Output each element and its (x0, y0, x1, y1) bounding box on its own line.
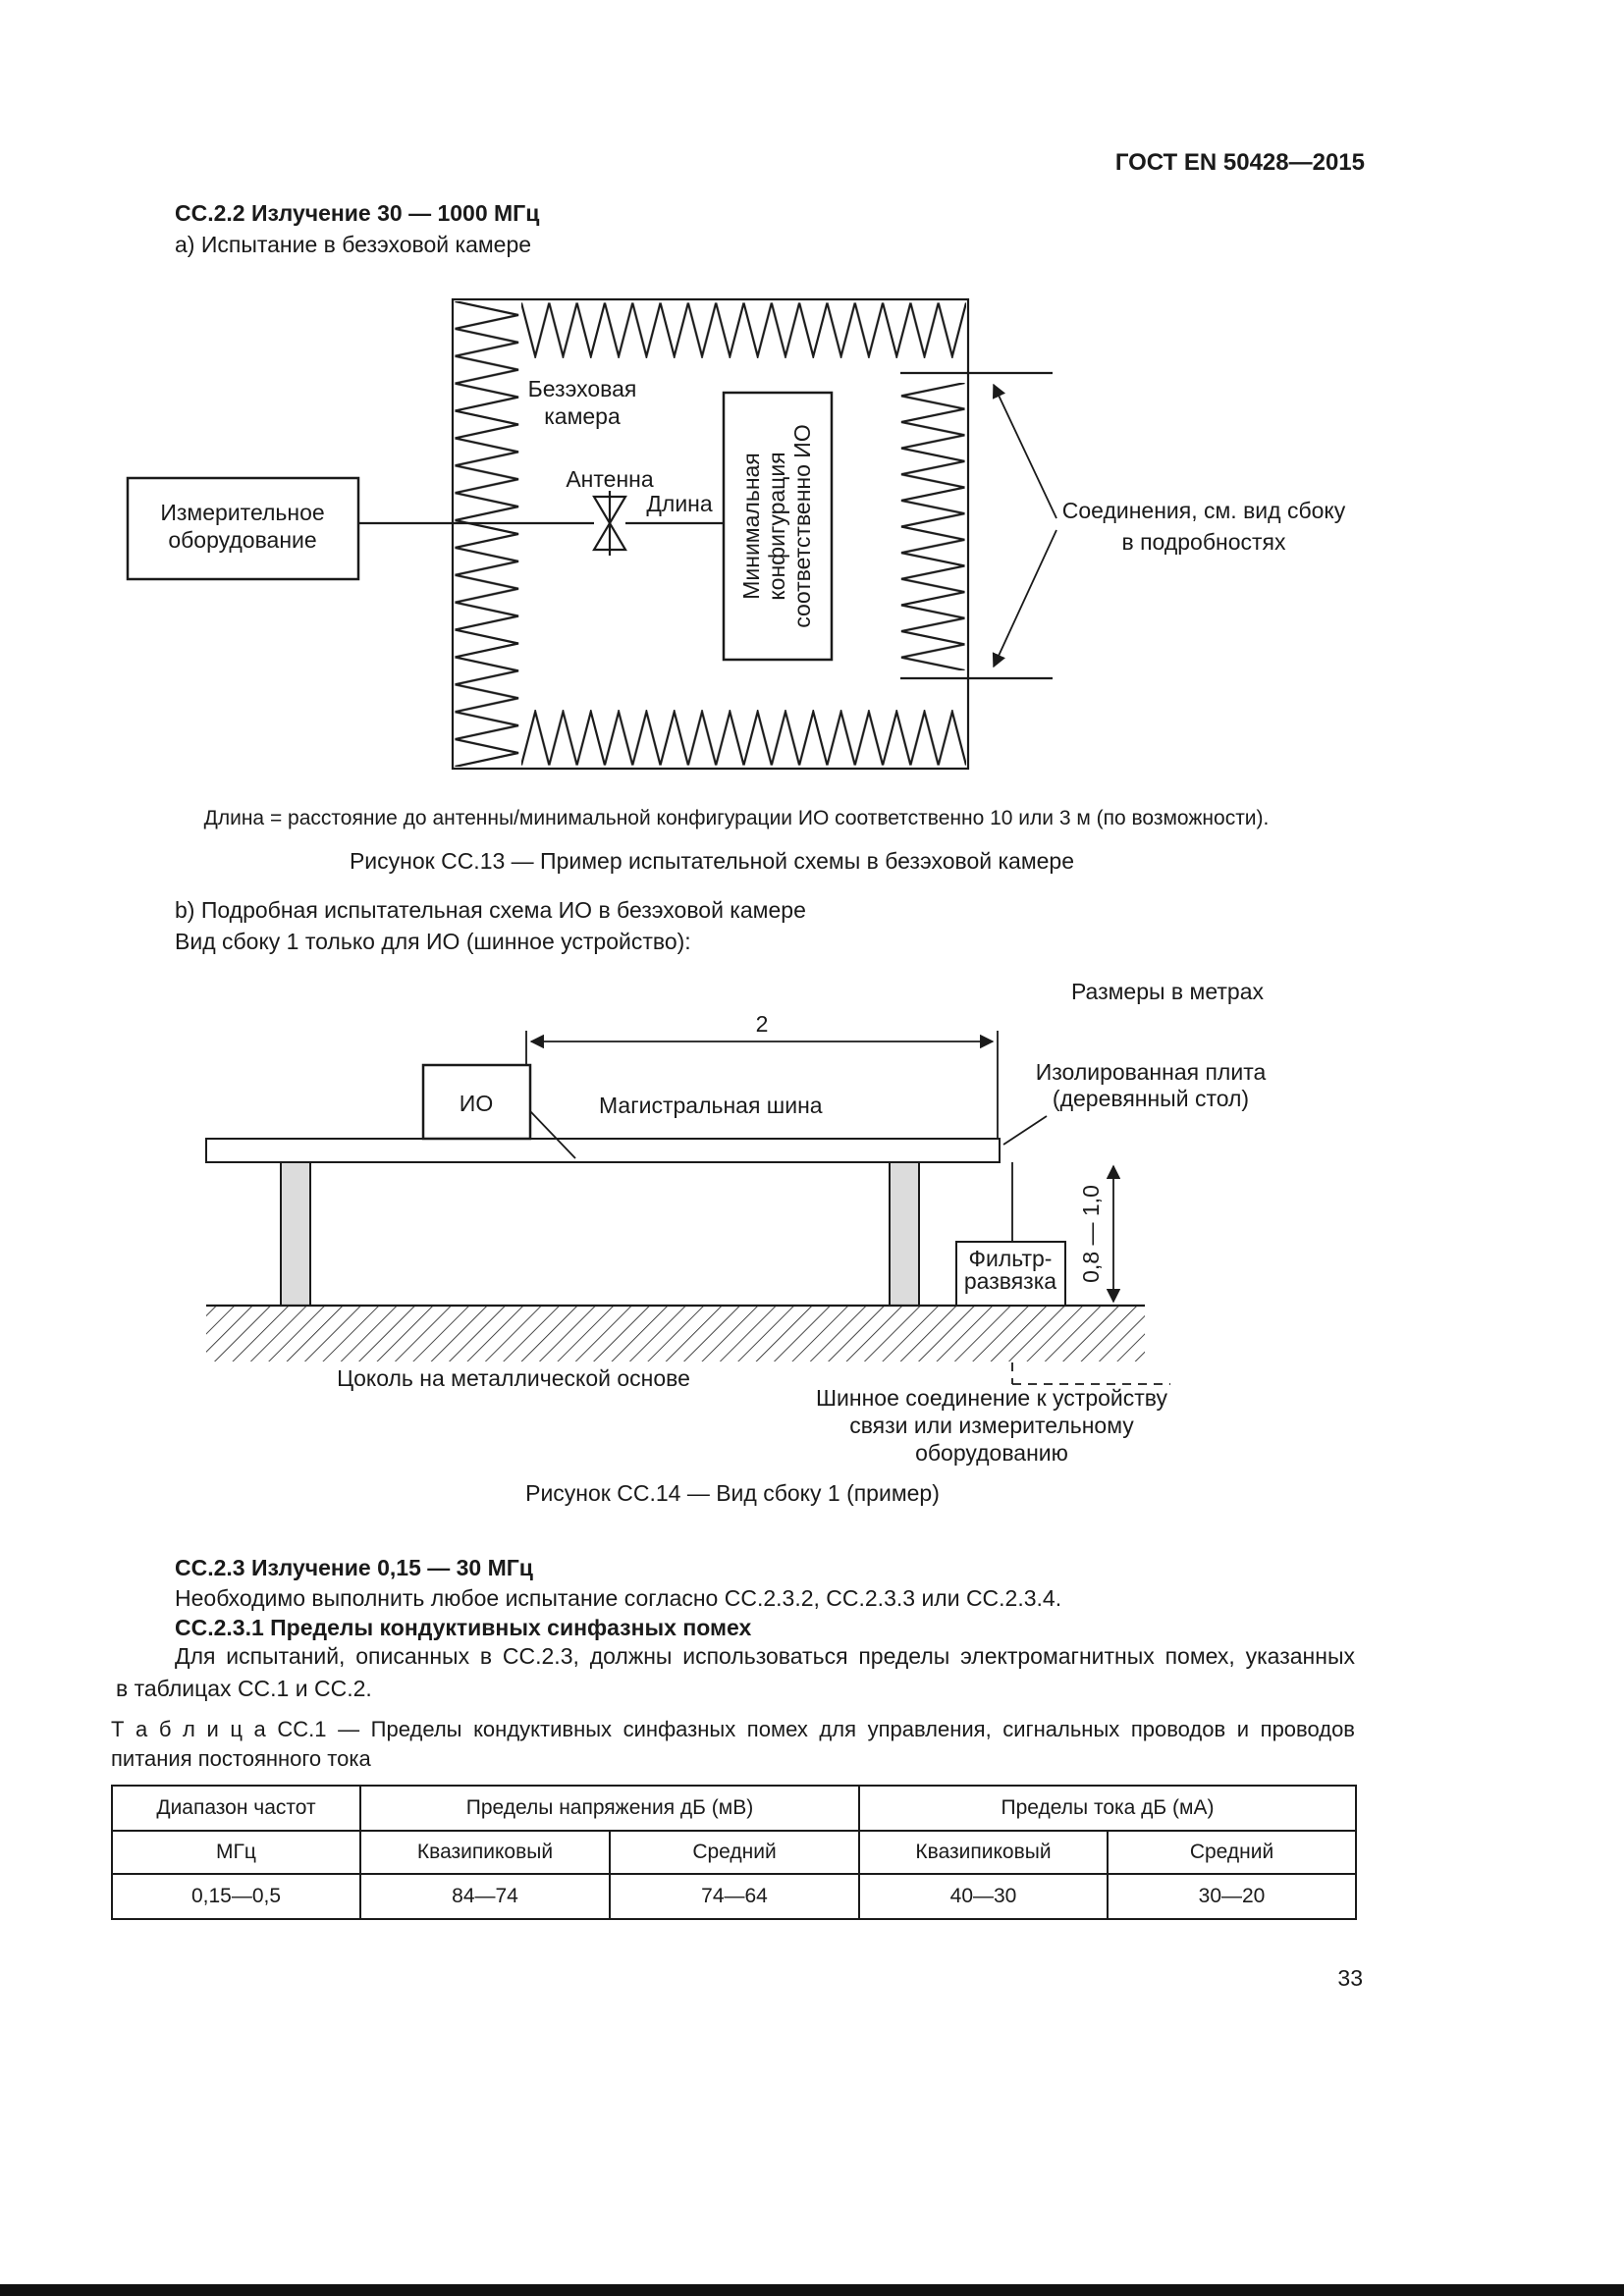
table-row: 0,15—0,5 84—74 74—64 40—30 30—20 (111, 1873, 1357, 1920)
table-leg-right (889, 1161, 920, 1307)
eut-box (421, 1063, 532, 1141)
equipment-label-line1: Измерительное (160, 500, 324, 525)
figure-cc13-caption: Рисунок СС.13 — Пример испытательной схе… (349, 848, 1075, 874)
connections-leader-bottom (992, 529, 1057, 668)
table-header-voltage-limits: Пределы напряжения дБ (мВ) (359, 1785, 860, 1832)
absorber-bottom (521, 710, 966, 767)
eut-label: ИО (460, 1091, 493, 1116)
bus-leader-line (529, 1110, 576, 1159)
chamber-label-line1: Безэховая (528, 376, 637, 401)
section-item-b-line2: Вид сбоку 1 только для ИО (шинное устрой… (175, 929, 691, 954)
units-label: Размеры в метрах (1071, 979, 1265, 1004)
table-cell-voltage-quasipeak: 84—74 (359, 1873, 611, 1920)
bus-connection-label-line2: связи или измерительному (849, 1413, 1134, 1438)
bus-connection-label-line1: Шинное соединение к устройству (816, 1385, 1168, 1411)
section-cc22-title: СС.2.2 Излучение 30 — 1000 МГц (175, 200, 540, 226)
connections-label-line1: Соединения, см. вид сбоку (1062, 498, 1346, 523)
document-number: ГОСТ EN 50428—2015 (1114, 149, 1365, 176)
table-header-row-1: Диапазон частот Пределы напряжения дБ (м… (111, 1785, 1357, 1832)
table-cell-voltage-average: 74—64 (609, 1873, 860, 1920)
connections-leader-top (993, 383, 1057, 519)
figure-cc13-anechoic-chamber: Безэховая камера Измерительное оборудова… (126, 297, 1346, 771)
section-cc23-paragraph: Необходимо выполнить любое испытание сог… (175, 1585, 1062, 1611)
section-item-b-line1: b) Подробная испытательная схема ИО в бе… (175, 897, 806, 923)
filter-label-line1: Фильтр- (969, 1246, 1053, 1271)
insulated-plate-slab (205, 1138, 1001, 1163)
table-cell-current-average: 30—20 (1107, 1873, 1357, 1920)
equipment-label-line2: оборудование (168, 527, 316, 553)
filter-label-line2: развязка (964, 1268, 1056, 1294)
antenna-label: Антенна (566, 466, 654, 492)
section-cc23-title: СС.2.3 Излучение 0,15 — 30 МГц (175, 1555, 533, 1580)
absorber-left (454, 301, 520, 767)
table-subheader-quasipeak-voltage: Квазипиковый (359, 1830, 611, 1875)
table-cc1: Диапазон частот Пределы напряжения дБ (м… (111, 1785, 1357, 1920)
figure-cc14-side-view: Размеры в метрах 2 ИО Магистральная шина… (205, 979, 1267, 1466)
section-cc231-paragraph-line1: Для испытаний, описанных в СС.2.3, должн… (175, 1643, 1355, 1669)
plate-label-line2: (деревянный стол) (1053, 1086, 1249, 1111)
table-subheader-average-current: Средний (1107, 1830, 1357, 1875)
figure-cc13-note: Длина = расстояние до антенны/минимально… (203, 807, 1270, 829)
table-cell-frequency: 0,15—0,5 (111, 1873, 361, 1920)
plate-leader-line (1002, 1115, 1048, 1146)
ground-hatching (206, 1306, 1145, 1362)
length-label: Длина (646, 491, 713, 516)
config-label-line2: конфигурация (764, 452, 789, 600)
config-label-line3: соответственно ИО (789, 424, 815, 627)
filter-decoupling-box (955, 1241, 1066, 1307)
table-header-row-2: МГц Квазипиковый Средний Квазипиковый Ср… (111, 1830, 1357, 1875)
antenna-bowtie-upper (592, 495, 627, 526)
antenna-bowtie-lower (592, 520, 627, 552)
scan-edge-artifact (0, 2284, 1624, 2296)
chamber-outline (451, 297, 970, 771)
bus-label: Магистральная шина (599, 1093, 823, 1118)
bus-connection-label-line3: оборудованию (915, 1440, 1068, 1466)
table-cc1-caption: Т а б л и ц а СС.1 — Пределы кондуктивны… (111, 1715, 1355, 1774)
plate-label-line1: Изолированная плита (1036, 1059, 1267, 1085)
minimal-configuration-label: Минимальная конфигурация соответственно … (738, 424, 815, 627)
measuring-equipment-box (126, 476, 360, 581)
table-header-current-limits: Пределы тока дБ (мА) (858, 1785, 1357, 1832)
connections-label-line2: в подробностях (1121, 529, 1286, 555)
chamber-label-line2: камера (544, 403, 621, 429)
absorber-right (899, 383, 966, 670)
table-cell-current-quasipeak: 40—30 (858, 1873, 1109, 1920)
section-cc22-item-a: а) Испытание в безэховой камере (175, 232, 532, 257)
table-leg-left (280, 1161, 311, 1307)
config-label-line1: Минимальная (738, 453, 764, 600)
section-cc231-paragraph-line2: в таблицах СС.1 и СС.2. (116, 1676, 372, 1701)
section-cc231-title: СС.2.3.1 Пределы кондуктивных синфазных … (175, 1615, 752, 1640)
minimal-configuration-box (722, 391, 834, 662)
table-subheader-mhz: МГц (111, 1830, 361, 1875)
height-dimension-label: 0,8 — 1,0 (1078, 1185, 1104, 1283)
table-header-frequency-range: Диапазон частот (111, 1785, 361, 1832)
figure-cc14-caption: Рисунок СС.14 — Вид сбоку 1 (пример) (525, 1480, 940, 1506)
height-dimension-label-group: 0,8 — 1,0 (1078, 1185, 1104, 1283)
table-subheader-quasipeak-current: Квазипиковый (858, 1830, 1109, 1875)
dimension-2m-label: 2 (756, 1011, 769, 1037)
table-cc1-caption-line2: питания постоянного тока (111, 1746, 371, 1771)
base-label: Цоколь на металлической основе (337, 1365, 690, 1391)
absorber-top (521, 301, 966, 358)
table-subheader-average-voltage: Средний (609, 1830, 860, 1875)
table-cc1-caption-line1: Т а б л и ц а СС.1 — Пределы кондуктивны… (111, 1717, 1355, 1741)
page-number: 33 (1337, 1965, 1363, 1991)
